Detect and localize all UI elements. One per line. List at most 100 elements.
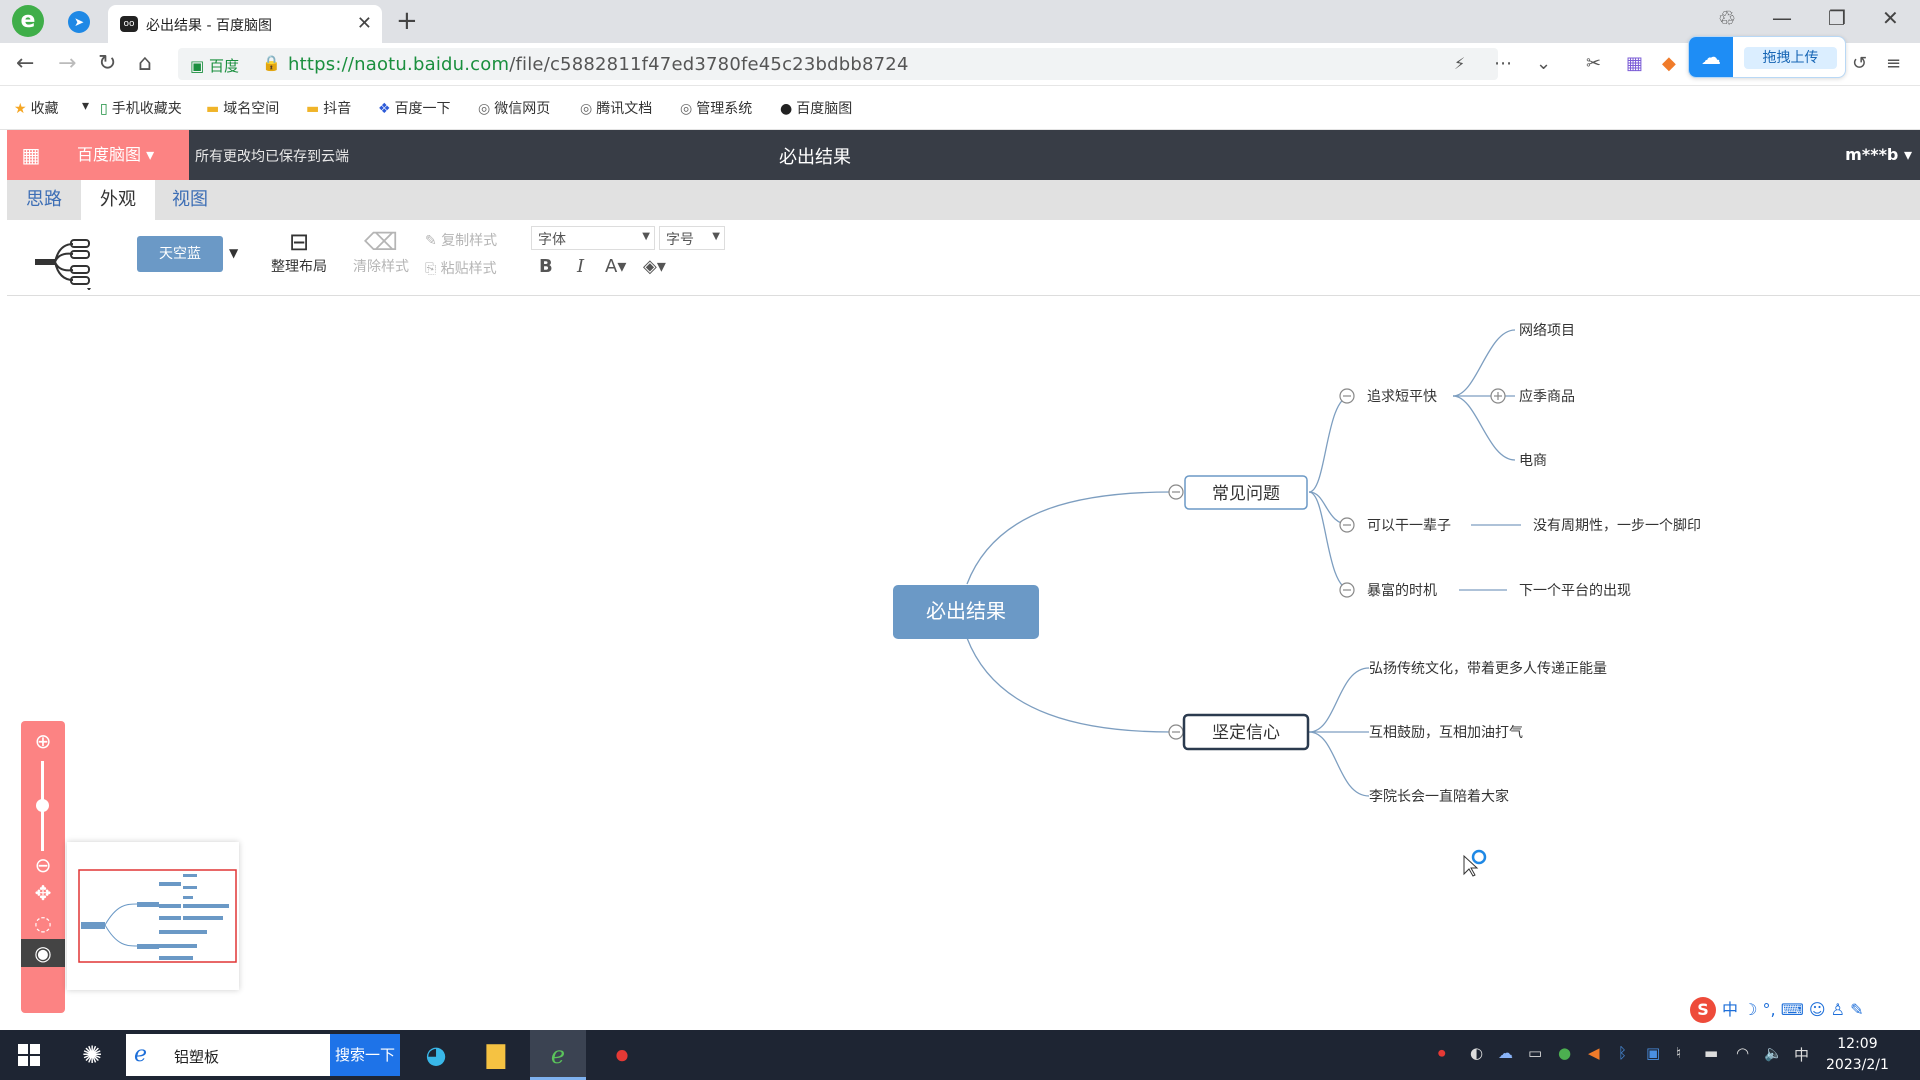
zoom-slider-handle[interactable] [36,799,49,812]
windows-start-icon[interactable] [18,1044,40,1066]
template-button[interactable] [29,230,91,291]
arrange-layout-button[interactable]: ⊟ 整理布局 [271,228,327,275]
bookmark-item[interactable]: ▬抖音 [306,101,352,117]
bookmark-item[interactable]: ▯手机收藏夹 [100,101,182,117]
paper-plane-icon[interactable]: ➤ [68,11,90,33]
clear-style-button[interactable]: ⌫ 清除样式 [353,228,409,275]
battery-icon[interactable]: ▬ [1704,1044,1719,1062]
topic-node[interactable]: 互相鼓励，互相加油打气 [1369,724,1523,741]
topic-node[interactable]: 没有周期性，一步一个脚印 [1533,518,1701,534]
edge-icon[interactable]: ◕ [425,1041,447,1069]
translate-icon[interactable]: ▦ [1626,53,1644,74]
bookmark-item[interactable]: ◎腾讯文档 [580,101,653,117]
chevron-down-icon[interactable]: ⌄ [1536,53,1552,74]
browser-taskbar-icon[interactable]: ℯ [530,1030,586,1080]
fill-color-button[interactable]: ◈▾ [643,256,666,277]
font-size-select[interactable]: 字号▼ [659,226,725,250]
browser-tab[interactable]: oo 必出结果 - 百度脑图 ✕ [108,5,382,43]
tab-appearance[interactable]: 外观 [81,180,155,220]
bookmark-item[interactable]: ◎微信网页 [478,101,551,117]
branch-node-selected[interactable]: 坚定信心 [1182,713,1310,751]
paste-style-button[interactable]: ⎘ 粘贴样式 [425,261,497,277]
file-title[interactable]: 必出结果 [779,147,851,168]
shirt-icon[interactable]: ♙ [1830,1000,1851,1019]
topic-node[interactable]: 暴富的时机 [1367,582,1437,599]
search-input[interactable]: 铝塑板 [174,1048,220,1066]
cert-badge[interactable]: ▣ 百度 [190,57,239,75]
navigator-thumbnail[interactable] [67,842,239,990]
bookmark-item[interactable]: ●百度脑图 [780,101,853,117]
forward-icon[interactable]: → [58,51,77,76]
branch-node[interactable]: 常见问题 [1184,475,1308,510]
browser-logo-icon[interactable]: e [12,5,44,37]
lightning-icon[interactable]: ⚡ [1454,54,1466,73]
system-clock[interactable]: 12:09 2023/2/1 [1826,1036,1889,1073]
bookmark-item[interactable]: ★收藏 [14,101,59,117]
security-tray-icon[interactable]: ● [1558,1044,1572,1062]
search-button[interactable]: 搜索一下 [330,1034,400,1076]
tab-thinking[interactable]: 思路 [26,189,62,210]
minimize-icon[interactable]: — [1772,6,1792,30]
moon-icon[interactable]: ☽ [1743,1000,1763,1019]
volume-icon[interactable]: 🔈 [1764,1044,1783,1062]
punctuation-icon[interactable]: °, [1762,1000,1781,1019]
restore-icon[interactable]: ❐ [1828,6,1846,30]
brand-menu[interactable]: 百度脑图 ▾ [55,130,189,180]
root-node[interactable]: 必出结果 [893,585,1039,639]
tab-view[interactable]: 视图 [172,189,208,210]
microphone-icon[interactable]: ♮ [1676,1044,1682,1062]
record-icon[interactable]: ⏺ [616,1041,628,1069]
bookmark-item[interactable]: ◎管理系统 [680,101,753,117]
theme-button[interactable]: 天空蓝 [137,236,223,272]
cloud-tray-icon[interactable]: ☁ [1498,1044,1513,1062]
move-icon[interactable]: ✥ [34,881,52,905]
theme-dropdown-icon[interactable]: ▼ [229,246,239,260]
user-menu[interactable]: m***b ▾ [1845,145,1912,164]
bookmark-item[interactable]: ▬域名空间 [206,101,280,117]
bookmark-dropdown-icon[interactable]: ▾ [82,98,90,114]
italic-button[interactable]: I [577,256,585,277]
user-icon[interactable]: ☺ [1808,1000,1831,1019]
bookmark-item[interactable]: ❖百度一下 [378,101,451,117]
locate-icon[interactable]: ◌ [34,911,52,935]
reload-icon[interactable]: ↻ [98,51,117,76]
copy-style-button[interactable]: ✎ 复制样式 [425,233,498,249]
bold-button[interactable]: B [539,256,553,277]
network-app-tray-icon[interactable]: ▣ [1646,1044,1661,1062]
zoom-out-icon[interactable]: ⊖ [34,853,52,877]
taskbar-search[interactable]: ℯ 铝塑板 搜索一下 [126,1034,400,1076]
topic-node[interactable]: 应季商品 [1519,388,1575,405]
topic-node[interactable]: 电商 [1519,453,1547,469]
game-icon[interactable]: ◆ [1662,53,1676,74]
record-tray-icon[interactable]: ⏺ [1438,1044,1446,1062]
app-tray-icon[interactable]: ◐ [1470,1044,1484,1062]
url-field[interactable]: ▣ 百度 🔒 https://naotu.baidu.com/file/c588… [178,48,1498,80]
shirt-skin-icon[interactable]: ♲ [1718,6,1736,30]
tab-close-icon[interactable]: ✕ [356,13,372,34]
monitor-tray-icon[interactable]: ▭ [1528,1044,1543,1062]
topic-node[interactable]: 下一个平台的出现 [1519,583,1631,599]
font-family-select[interactable]: 字体▼ [531,226,655,250]
topic-node[interactable]: 可以干一辈子 [1367,518,1451,534]
speaker-app-tray-icon[interactable]: ◀ [1588,1044,1600,1062]
home-icon[interactable]: ⌂ [138,51,152,76]
topic-node[interactable]: 弘扬传统文化，带着更多人传递正能量 [1369,660,1607,677]
scissors-icon[interactable]: ✂ [1586,53,1602,74]
mindmap-canvas[interactable]: 必出结果 常见问题 坚定信心 追求短平快 可以干一辈子 暴富的时机 弘扬传统文化… [7,296,1920,1030]
apps-grid-icon[interactable]: ▦ [7,130,55,180]
bluetooth-icon[interactable]: ᛒ [1618,1044,1628,1062]
topic-node[interactable]: 追求短平快 [1367,389,1437,405]
refresh-ext-icon[interactable]: ↺ [1852,53,1868,74]
zoom-in-icon[interactable]: ⊕ [34,729,52,753]
back-icon[interactable]: ← [16,51,35,76]
topic-node[interactable]: 李院长会一直陪着大家 [1369,788,1509,805]
url-text[interactable]: https://naotu.baidu.com/file/c5882811f47… [288,54,909,75]
topic-node[interactable]: 网络项目 [1519,323,1575,339]
tools-icon[interactable]: ✎ [1850,1000,1864,1019]
sogou-ime-icon[interactable]: S [1690,997,1716,1023]
file-explorer-icon[interactable]: ▇ [486,1041,506,1069]
eye-icon[interactable]: ◉ [21,939,65,967]
more-icon[interactable]: ⋯ [1494,53,1512,74]
keyboard-icon[interactable]: ⌨ [1780,1000,1809,1019]
